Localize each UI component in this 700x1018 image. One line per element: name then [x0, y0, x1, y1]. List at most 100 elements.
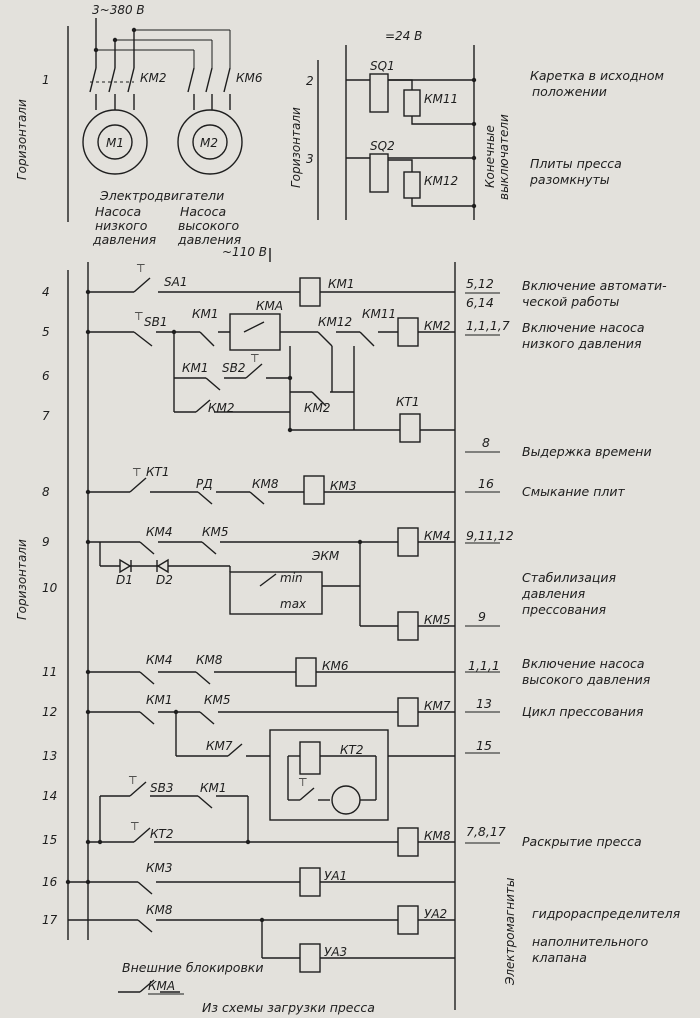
sb1-label: SB1: [144, 315, 167, 329]
row-number-6: 6: [42, 369, 50, 383]
desc-row10-line1: Стабилизация: [522, 570, 617, 585]
contacts-row11: 1,1,1: [468, 658, 500, 673]
low-pump-line2: низкого: [95, 218, 148, 233]
limit-switches-line2: выключатели: [497, 114, 511, 200]
d1-label: D1: [116, 573, 133, 587]
km8-coil-label: КМ8: [424, 829, 451, 843]
control-supply-label: ~110 В: [222, 245, 267, 259]
km8-coil: [397, 827, 419, 857]
km2-power-contacts: [89, 67, 135, 110]
km6-coil-label: КМ6: [322, 659, 349, 673]
desc-row4-line2: ческой работы: [522, 294, 619, 309]
ekm-min-label: min: [280, 571, 303, 585]
sb3-button-icon: ⊤: [128, 774, 138, 787]
diode-d1: [119, 558, 132, 574]
km6-power-contacts: [187, 67, 231, 110]
contacts-row4b: 6,14: [466, 295, 494, 310]
km2-coil: [397, 317, 419, 347]
sq2-switch: [369, 153, 389, 193]
ya-desc-line3: клапана: [532, 950, 587, 965]
desc-row11-line2: высокого давления: [522, 672, 651, 687]
horizontals-label-top: Горизонтали: [15, 99, 29, 180]
ekm-box: [229, 571, 323, 615]
kt2-motor-symbol: [331, 785, 361, 815]
km4-contact-label: КМ4: [146, 525, 173, 539]
high-pump-line3: давления: [177, 232, 242, 247]
high-pump-line1: Насоса: [180, 204, 226, 219]
km3-coil: [303, 475, 325, 505]
motor-m2-outer: [177, 109, 243, 175]
km3-contact-label: КМ3: [146, 861, 173, 875]
kt1-button-icon: ⊤: [132, 466, 142, 479]
ekm-label: ЭКМ: [311, 549, 340, 563]
desc-row11-line1: Включение насоса: [522, 656, 645, 671]
low-pump-line3: давления: [92, 232, 157, 247]
contacts-row4: 5,12: [466, 276, 494, 291]
km2-contact-label-r7: КМ2: [208, 401, 235, 415]
km4-coil: [397, 527, 419, 557]
contact-reference-lines: [465, 292, 500, 844]
kt1-contact-label: КТ1: [146, 465, 169, 479]
km1-contact-label-r12: КМ1: [146, 693, 173, 707]
motor-m1-outer: [82, 109, 148, 175]
kt2-timer-icon: ⊤: [298, 776, 308, 789]
kt1-coil: [399, 413, 421, 443]
desc-row3-line2: разомкнуты: [529, 172, 610, 187]
row-number-11: 11: [42, 665, 57, 679]
kt1-coil-label: КТ1: [396, 395, 419, 409]
rd-label: РД: [196, 477, 213, 491]
km1-coil-label: КМ1: [328, 277, 355, 291]
kma-label: КМА: [256, 299, 283, 313]
control-circuit: ~110 В Горизонтали Электромагниты 4 ⊤ SA…: [15, 245, 681, 1015]
row-number-4: 4: [42, 285, 50, 299]
kt2-assembly: [269, 729, 389, 821]
km8-contact-label-r11: КМ8: [196, 653, 223, 667]
desc-row12: Цикл прессования: [522, 704, 644, 719]
km8-contact-label-r8: КМ8: [252, 477, 279, 491]
sq1-label: SQ1: [370, 59, 395, 73]
ya1-solenoid: [299, 867, 321, 897]
motors-title: Электродвигатели: [99, 188, 224, 203]
low-pump-line1: Насоса: [95, 204, 141, 219]
contacts-row8: 16: [478, 476, 494, 491]
from-scheme-label: Из схемы загрузки пресса: [202, 1000, 375, 1015]
row-number-8: 8: [42, 485, 50, 499]
km2-coil-label: КМ2: [424, 319, 451, 333]
motor-m2-inner: [192, 124, 228, 160]
row-number-5: 5: [42, 325, 50, 339]
motor-m2-label: М2: [200, 136, 218, 150]
desc-row5-line1: Включение насоса: [522, 320, 645, 335]
km3-coil-label: КМ3: [330, 479, 357, 493]
d2-label: D2: [156, 573, 173, 587]
km4-contact-label-r11: КМ4: [146, 653, 173, 667]
km6-coil: [295, 657, 317, 687]
km11-coil-label: КМ11: [424, 92, 458, 106]
motor-m1-label: М1: [106, 136, 124, 150]
kt2-coil: [299, 741, 321, 775]
sb3-label: SB3: [150, 781, 173, 795]
row-number-17: 17: [42, 913, 58, 927]
row-number-15: 15: [42, 833, 57, 847]
km11-contact-label: КМ11: [362, 307, 396, 321]
row-number-3: 3: [306, 152, 314, 166]
ya2-label: УА2: [424, 907, 447, 921]
desc-row3-line1: Плиты пресса: [530, 156, 622, 171]
desc-row2-line2: положении: [532, 84, 607, 99]
km1-coil: [299, 277, 321, 307]
row-number-9: 9: [42, 535, 50, 549]
km8-contact-label-r17: КМ8: [146, 903, 173, 917]
km4-coil-label: КМ4: [424, 529, 451, 543]
km5-contact-label: КМ5: [202, 525, 229, 539]
ya2-solenoid: [397, 905, 419, 935]
horizontals-label-control: Горизонтали: [15, 539, 29, 620]
desc-row8: Смыкание плит: [522, 484, 625, 499]
desc-row10-line3: прессования: [522, 602, 607, 617]
power-supply-label: 3~380 В: [92, 3, 145, 17]
row-number-16: 16: [42, 875, 58, 889]
desc-row2-line1: Каретка в исходном: [530, 68, 664, 83]
km7-coil-label: КМ7: [424, 699, 451, 713]
kt2-button-icon: ⊤: [130, 820, 140, 833]
km2-power-label: КМ2: [140, 71, 167, 85]
km5-coil: [397, 611, 419, 641]
